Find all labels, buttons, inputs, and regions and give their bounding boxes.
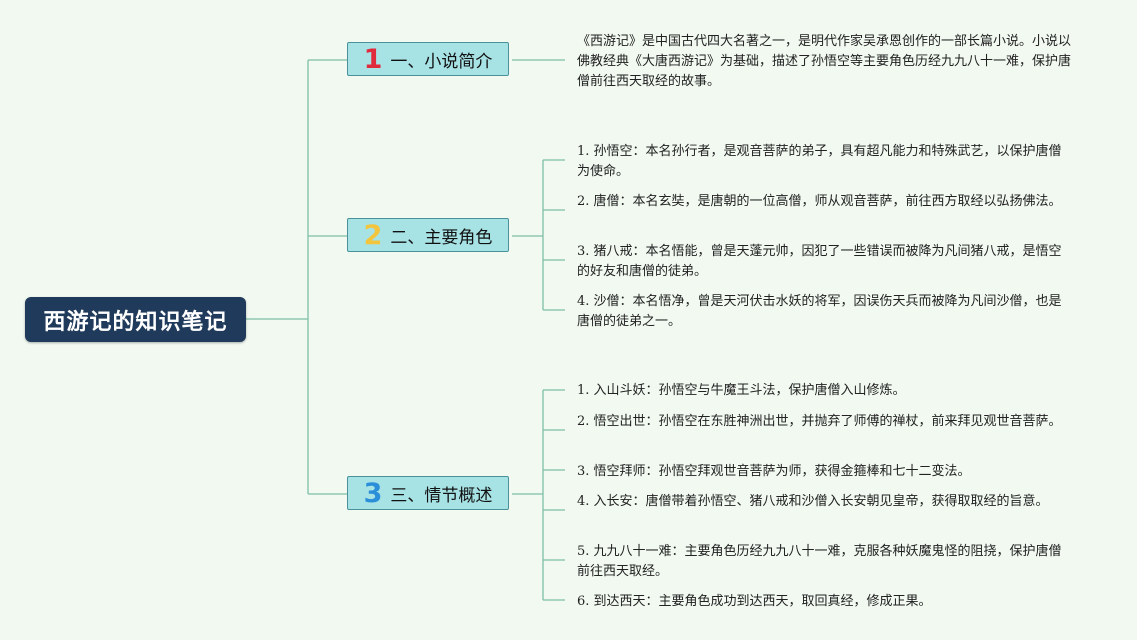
plot-item: 3. 悟空拜师：孙悟空拜观世音菩萨为师，获得金箍棒和七十二变法。: [577, 464, 971, 479]
plot-item: 6. 到达西天：主要角色成功到达西天，取回真经，修成正果。: [577, 594, 932, 609]
number-three-icon: 3: [363, 477, 383, 509]
character-item: 2. 唐僧：本名玄奘，是唐朝的一位高僧，师从观音菩萨，前往西方取经以弘扬佛法。: [577, 194, 1062, 209]
branch-label: 一、小说简介: [390, 51, 493, 72]
root-node[interactable]: 西游记的知识笔记: [25, 297, 246, 342]
plot-item: 2. 悟空出世：孙悟空在东胜神洲出世，并抛弃了师傅的禅杖，前来拜见观世音菩萨。: [577, 414, 1062, 429]
branch-label: 二、主要角色: [390, 227, 493, 248]
branch-label: 三、情节概述: [390, 485, 493, 506]
number-two-icon: 2: [363, 219, 383, 251]
branch-node-plot[interactable]: 3 三、情节概述: [347, 476, 509, 510]
intro-text: 《西游记》是中国古代四大名著之一，是明代作家吴承恩创作的一部长篇小说。小说以佛教…: [577, 34, 1072, 89]
plot-item: 5. 九九八十一难：主要角色历经九九八十一难，克服各种妖魔鬼怪的阻挠，保护唐僧前…: [577, 544, 1062, 579]
character-item: 1. 孙悟空：本名孙行者，是观音菩萨的弟子，具有超凡能力和特殊武艺，以保护唐僧为…: [577, 144, 1062, 179]
plot-item: 1. 入山斗妖：孙悟空与牛魔王斗法，保护唐僧入山修炼。: [577, 383, 906, 398]
plot-item: 4. 入长安：唐僧带着孙悟空、猪八戒和沙僧入长安朝见皇帝，获得取取经的旨意。: [577, 494, 1049, 509]
number-one-icon: 1: [363, 43, 383, 75]
root-title: 西游记的知识笔记: [43, 309, 228, 335]
branch-node-intro[interactable]: 1 一、小说简介: [347, 42, 509, 76]
branch-node-characters[interactable]: 2 二、主要角色: [347, 218, 509, 252]
character-item: 4. 沙僧：本名悟净，曾是天河伏击水妖的将军，因误伤天兵而被降为凡间沙僧，也是唐…: [577, 294, 1062, 329]
character-item: 3. 猪八戒：本名悟能，曾是天蓬元帅，因犯了一些错误而被降为凡间猪八戒，是悟空的…: [577, 244, 1062, 279]
